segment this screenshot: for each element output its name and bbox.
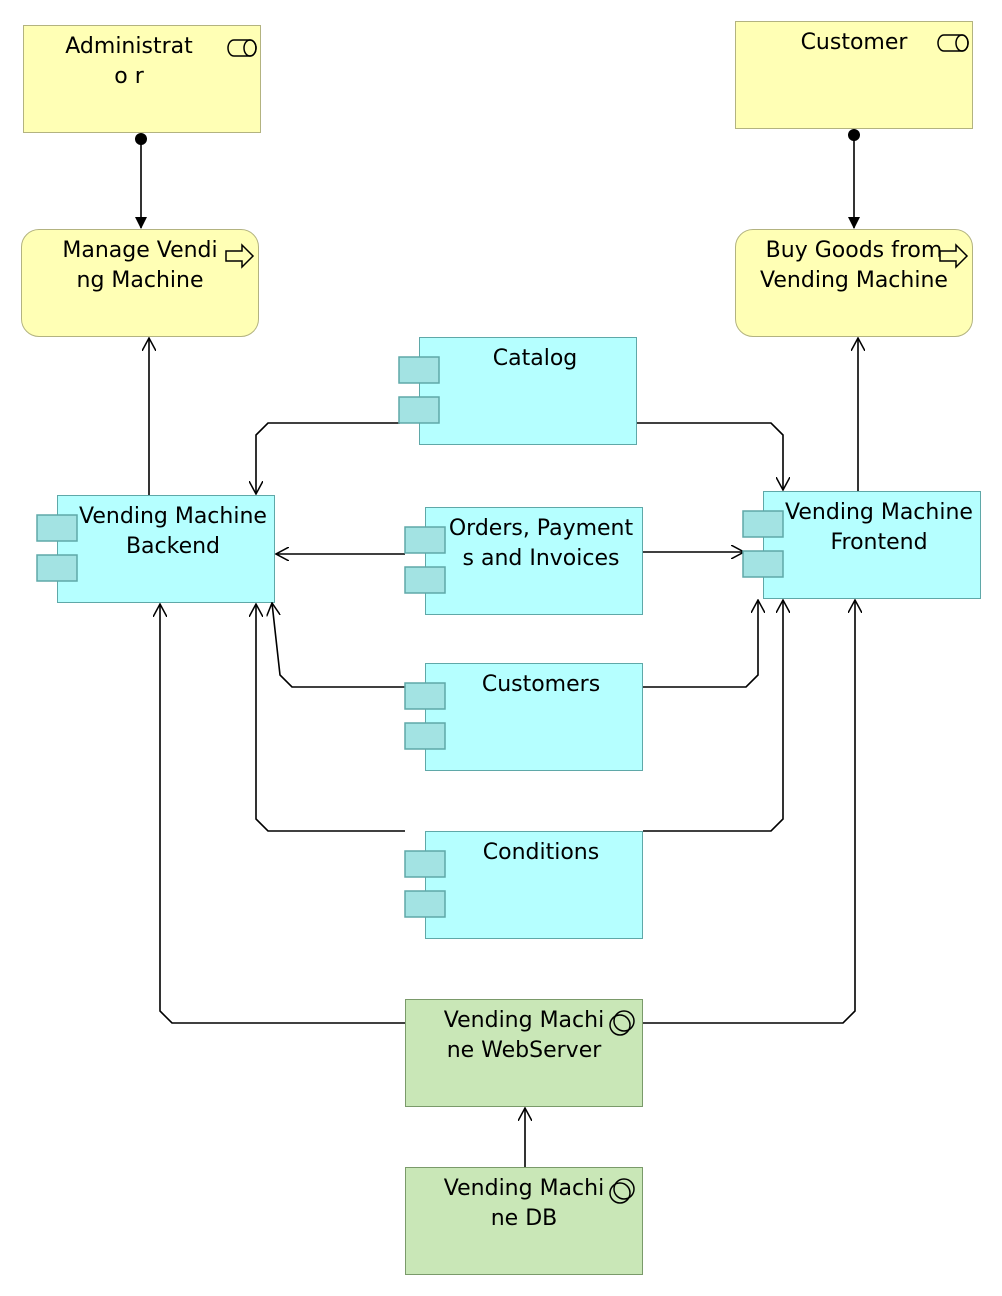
- edge-webserver-backend: [160, 604, 405, 1024]
- actor-administrator-label: Administrato r: [65, 34, 193, 89]
- actor-administrator[interactable]: Administrato r: [23, 25, 261, 133]
- node-db[interactable]: Vending Machine DB: [405, 1167, 643, 1275]
- component-catalog-label: Catalog: [492, 346, 578, 371]
- edge-webserver-frontend: [643, 600, 855, 1024]
- component-frontend-label: Vending Machine Frontend: [785, 500, 973, 555]
- node-webserver-label: Vending Machine WebServer: [443, 1008, 605, 1063]
- component-conditions[interactable]: Conditions: [425, 831, 643, 939]
- edge-customers-backend: [272, 603, 405, 688]
- component-customers-label: Customers: [481, 672, 601, 697]
- component-backend[interactable]: Vending Machine Backend: [57, 495, 275, 603]
- edge-catalog-backend: [256, 422, 400, 494]
- component-backend-label: Vending Machine Backend: [79, 504, 267, 559]
- edge-customers-frontend: [643, 600, 758, 688]
- process-buy-label: Buy Goods from Vending Machine: [760, 238, 948, 293]
- component-frontend[interactable]: Vending Machine Frontend: [763, 491, 981, 599]
- edge-admin-manage-start-dot: [135, 133, 147, 145]
- component-conditions-label: Conditions: [482, 840, 600, 865]
- component-orders[interactable]: Orders, Payments and Invoices: [425, 507, 643, 615]
- process-buy-goods[interactable]: Buy Goods from Vending Machine: [735, 229, 973, 337]
- component-catalog[interactable]: Catalog: [419, 337, 637, 445]
- actor-customer[interactable]: Customer: [735, 21, 973, 129]
- edge-customer-buy-start-dot: [848, 129, 860, 141]
- edge-conditions-frontend: [643, 600, 783, 832]
- node-webserver[interactable]: Vending Machine WebServer: [405, 999, 643, 1107]
- process-manage-vending-machine[interactable]: Manage Vending Machine: [21, 229, 259, 337]
- component-customers[interactable]: Customers: [425, 663, 643, 771]
- actor-customer-label: Customer: [800, 30, 908, 55]
- edge-conditions-backend: [256, 604, 405, 832]
- edge-catalog-frontend: [637, 422, 783, 490]
- node-db-label: Vending Machine DB: [443, 1176, 605, 1231]
- process-manage-label: Manage Vending Machine: [62, 238, 218, 293]
- component-orders-label: Orders, Payments and Invoices: [448, 516, 634, 571]
